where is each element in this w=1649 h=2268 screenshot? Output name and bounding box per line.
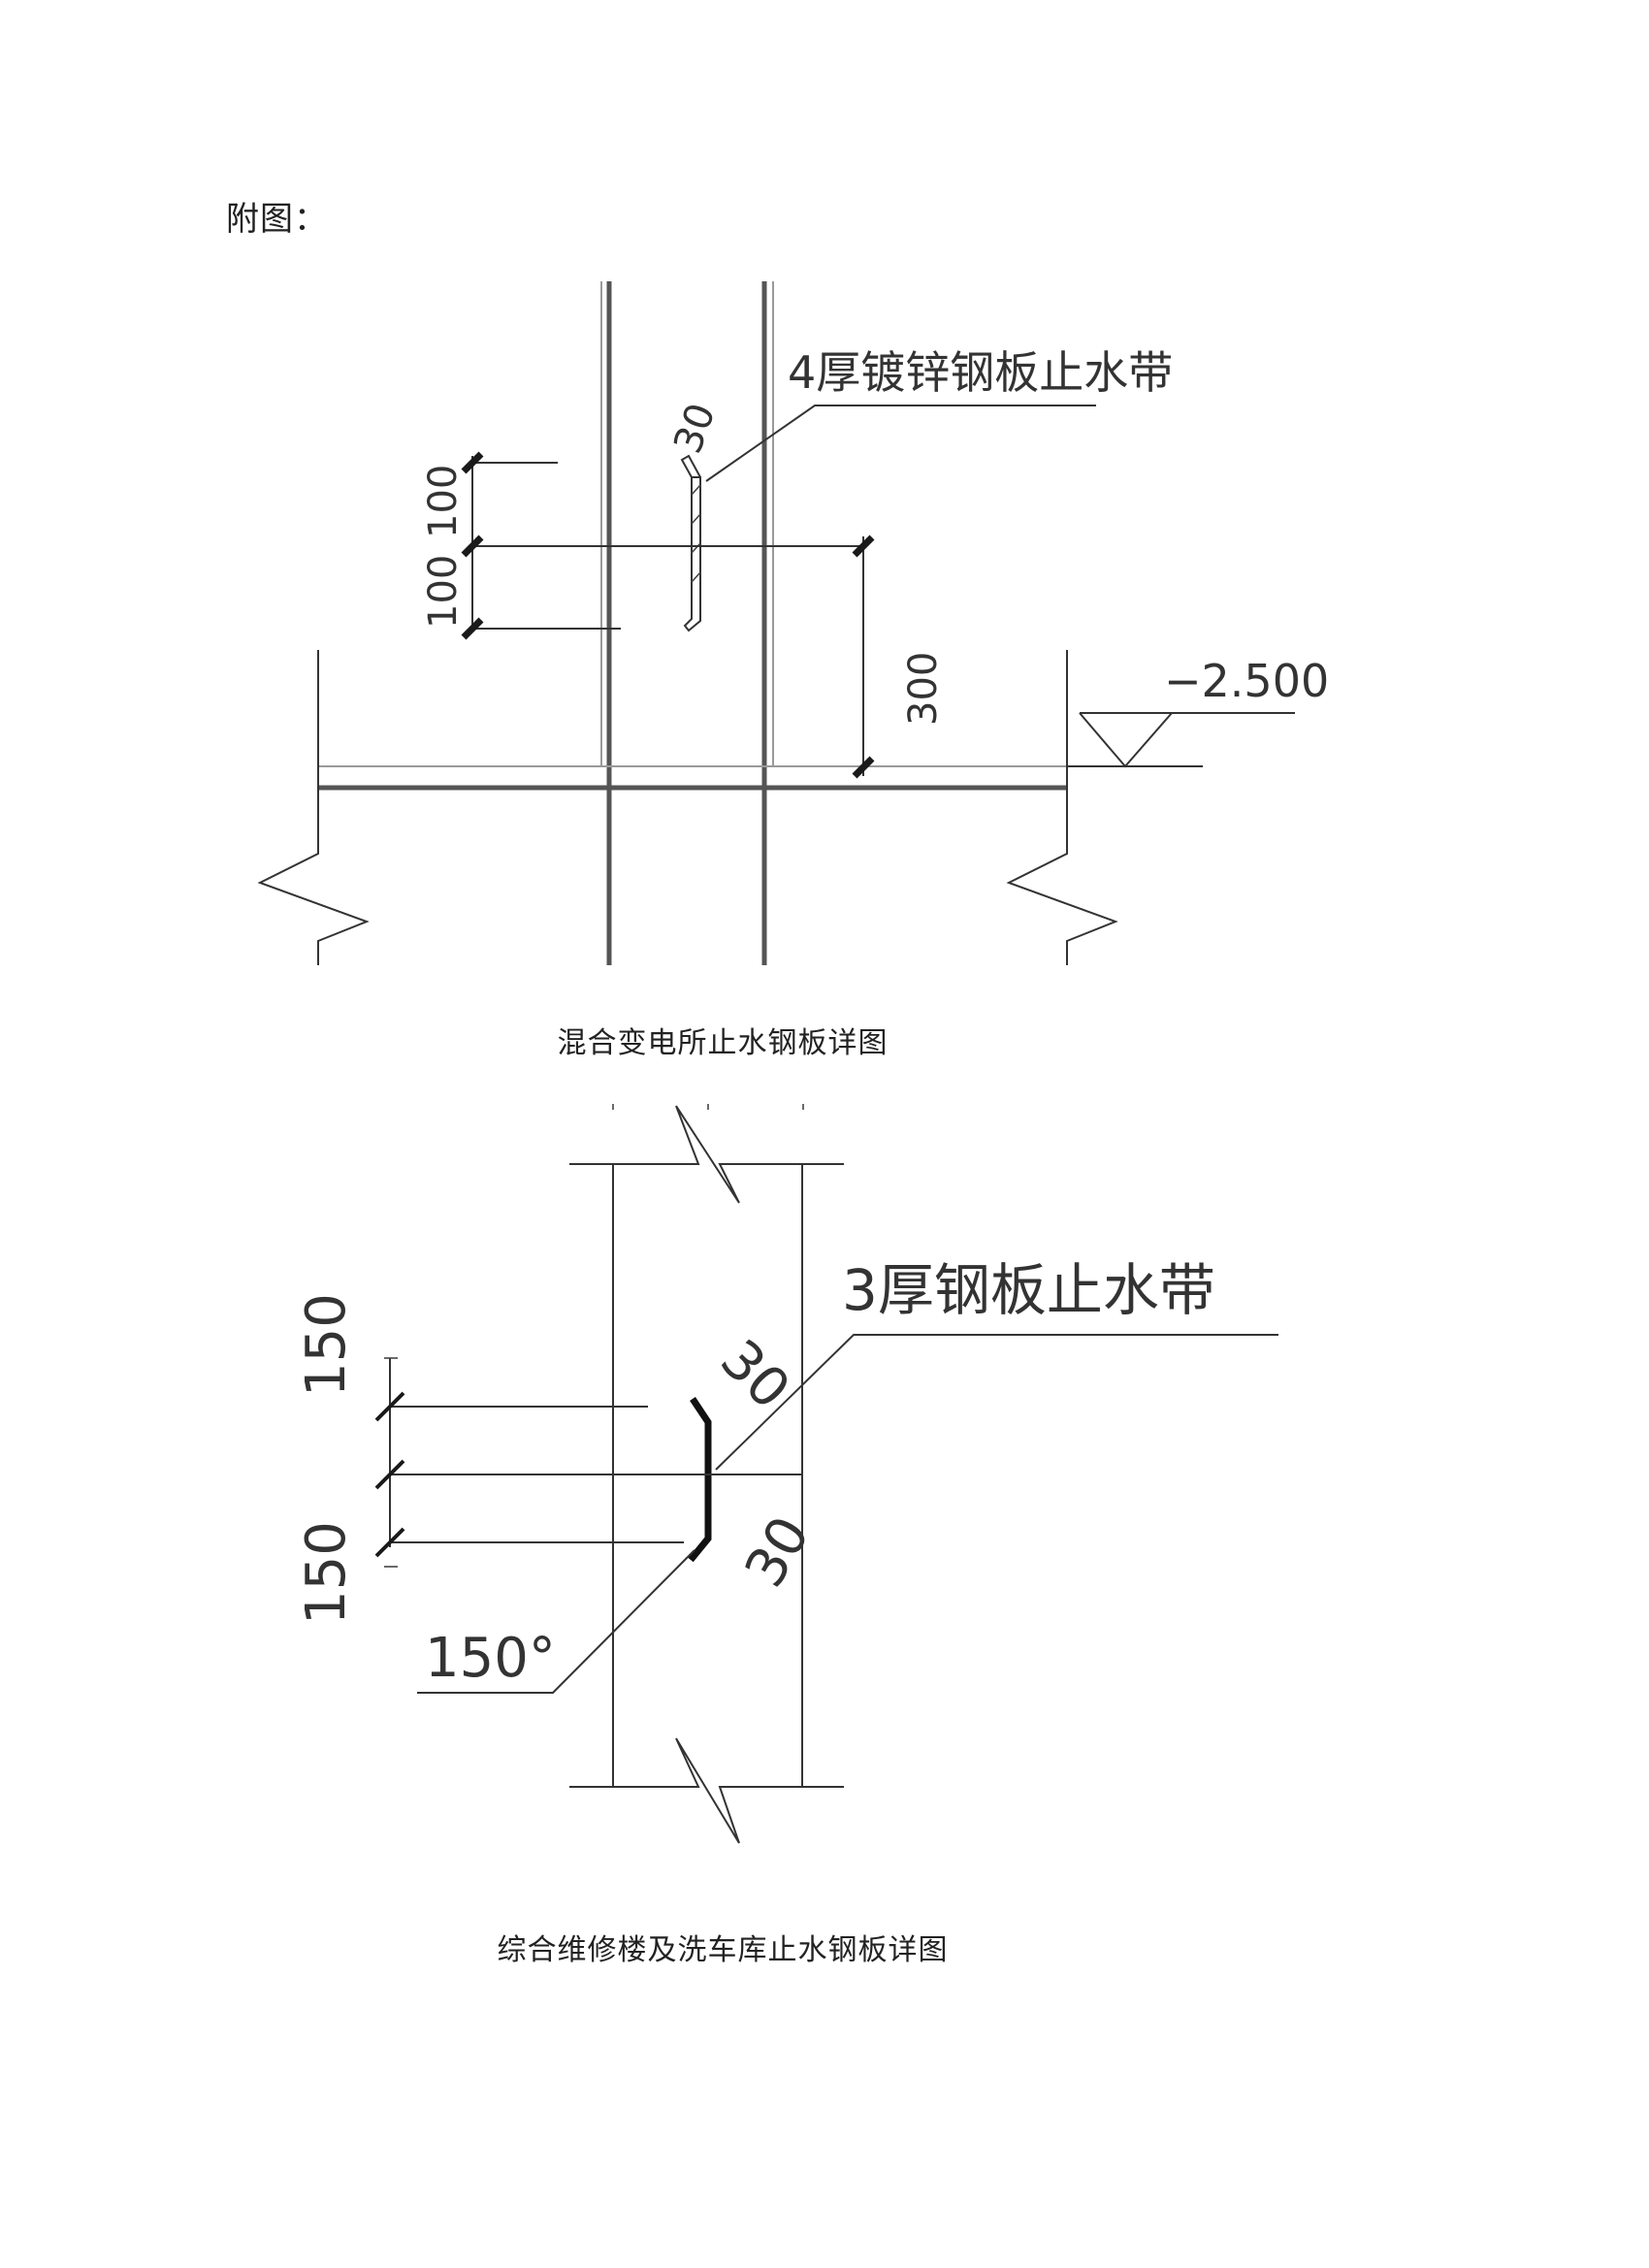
- slab-left-break: [257, 650, 370, 965]
- dim-height-label-1: 300: [901, 652, 946, 726]
- page-heading: 附图：: [226, 200, 328, 239]
- callout-leader-1: [705, 405, 1096, 482]
- slab-right-break: [1006, 650, 1118, 965]
- column-bottom-break: [569, 1737, 844, 1844]
- angle-label: 150°: [425, 1627, 556, 1690]
- figure1-caption: 混合变电所止水钢板详图: [557, 1026, 889, 1060]
- callout-label-2: 3厚钢板止水带: [842, 1257, 1215, 1323]
- figure2-caption: 综合维修楼及洗车库止水钢板详图: [497, 1933, 949, 1967]
- dim-lower-label-2: 150: [295, 1521, 358, 1625]
- elevation-label: −2.500: [1164, 655, 1329, 707]
- dim-300-tick-bottom: [852, 756, 875, 779]
- dim2-tick-mid: [374, 1459, 405, 1490]
- bend-dim-bottom-2: 30: [733, 1507, 823, 1598]
- callout-leader-2: [715, 1334, 1278, 1471]
- bend-dim-1: 30: [665, 398, 725, 460]
- waterstop-detail-diagram-2: 3厚钢板止水带 30 30 150 150 150°: [295, 1104, 1278, 1844]
- dim-300-tick-top: [852, 535, 875, 558]
- waterstop-hatch: [691, 484, 701, 496]
- dim2-tick-bottom: [374, 1527, 405, 1558]
- callout-label-1: 4厚镀锌钢板止水带: [788, 346, 1173, 399]
- waterstop-detail-diagram-1: 4厚镀锌钢板止水带 30 100 100 300 −2.500: [257, 281, 1329, 965]
- elevation-mark: [1079, 712, 1175, 768]
- waterstop-plate-2: [688, 1397, 712, 1563]
- dim-tick-bottom: [461, 617, 484, 640]
- dim-tick-top: [461, 451, 484, 474]
- dim-lower-label-1: 100: [421, 555, 466, 629]
- dim-upper-label-2: 150: [295, 1293, 358, 1397]
- angle-leader: [417, 1549, 695, 1694]
- column-top-break: [569, 1105, 844, 1204]
- dim-upper-label-1: 100: [421, 465, 466, 538]
- bend-dim-top-2: 30: [708, 1328, 801, 1421]
- waterstop-top-bend: [680, 454, 701, 478]
- dim2-tick-top: [374, 1391, 405, 1422]
- dim-tick-mid: [461, 535, 484, 558]
- waterstop-plate: [683, 476, 701, 632]
